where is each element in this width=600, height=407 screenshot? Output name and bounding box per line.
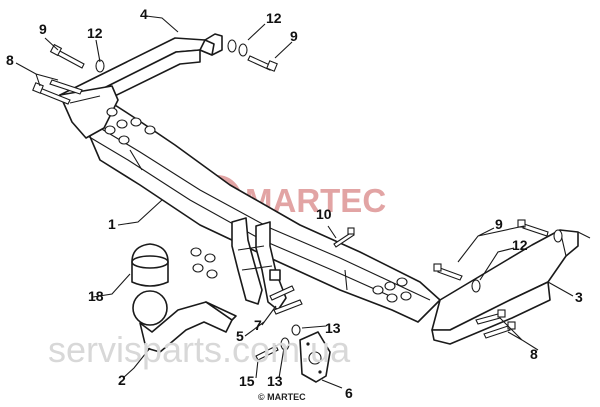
callout-12: 12 (512, 237, 528, 253)
bolt-icon (49, 43, 85, 69)
callout-6: 6 (345, 385, 353, 401)
nut-icon (206, 269, 218, 279)
nut-icon (400, 291, 412, 301)
nut-icon (192, 263, 204, 273)
bolt-icon (273, 299, 303, 315)
nut-icon (106, 107, 118, 117)
callout-18: 18 (88, 288, 104, 304)
nut-icon (104, 125, 116, 135)
callout-2: 2 (118, 372, 126, 388)
socket-plate-icon (299, 331, 331, 383)
bolt-icon (49, 79, 83, 95)
ball-mount-bracket-part (231, 217, 287, 311)
watermark-text: servisparts.com.ua (48, 329, 351, 370)
callout-9: 9 (39, 21, 47, 37)
washer-icon (291, 324, 301, 336)
bolt-icon (269, 285, 295, 301)
right-side-bracket-part (431, 229, 591, 345)
washer-icon (238, 43, 248, 57)
callouts: 4 9 12 8 12 9 1 10 9 12 3 18 7 5 13 8 2 … (6, 6, 583, 401)
callout-13: 13 (267, 373, 283, 389)
leader-lines (15, 15, 574, 389)
nut-icon (204, 253, 216, 263)
nut-icon (396, 277, 408, 287)
nut-icon (386, 293, 398, 303)
nut-icon (116, 119, 128, 129)
bolt-icon (247, 55, 278, 72)
callout-13: 13 (325, 320, 341, 336)
nut-icon (372, 285, 384, 295)
washer-icon (553, 229, 563, 243)
washer-icon (280, 337, 290, 351)
callout-9: 9 (495, 216, 503, 232)
bolt-icon (433, 263, 463, 281)
washer-icon (471, 279, 481, 293)
footer-brand: © MARTEC (258, 392, 306, 402)
bolt-icon (517, 219, 549, 237)
washer-icon (227, 39, 237, 53)
callout-4: 4 (140, 6, 148, 22)
callout-1: 1 (108, 216, 116, 232)
bolt-icon (255, 345, 279, 361)
nut-icon (384, 281, 396, 291)
callout-7: 7 (254, 317, 262, 333)
callout-3: 3 (575, 289, 583, 305)
callout-9: 9 (290, 28, 298, 44)
ball-cover-icon (131, 243, 169, 287)
callout-8: 8 (6, 52, 14, 68)
nut-icon (118, 135, 130, 145)
callout-12: 12 (266, 10, 282, 26)
callout-12: 12 (87, 25, 103, 41)
callout-5: 5 (236, 328, 244, 344)
callout-15: 15 (239, 373, 255, 389)
callout-10: 10 (316, 206, 332, 222)
nut-icon (190, 247, 202, 257)
bolt-icon (333, 227, 355, 248)
tow-ball-icon (132, 290, 237, 353)
nut-icon (130, 117, 142, 127)
callout-8: 8 (530, 346, 538, 362)
nut-icon (144, 125, 156, 135)
